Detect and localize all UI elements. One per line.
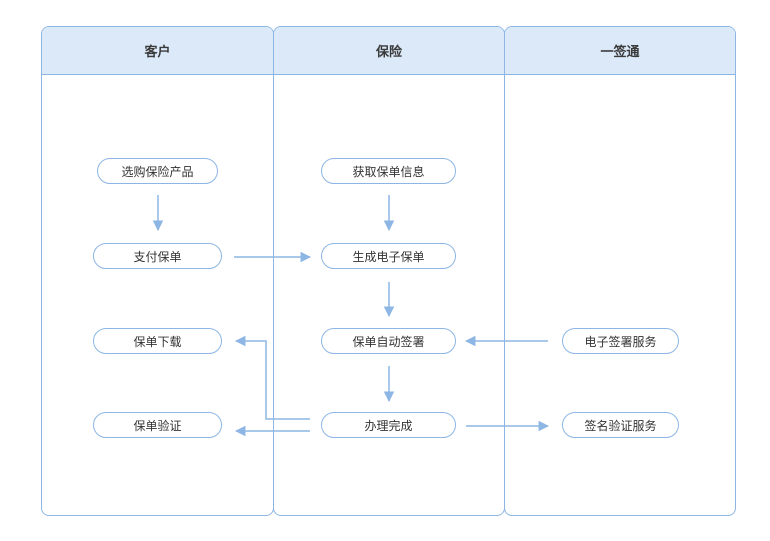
node-get-policy-info[interactable]: 获取保单信息	[321, 158, 456, 184]
lane-customer: 客户	[41, 26, 274, 516]
node-e-sign-service[interactable]: 电子签署服务	[562, 328, 679, 354]
node-pay-policy[interactable]: 支付保单	[93, 243, 222, 269]
node-complete[interactable]: 办理完成	[321, 412, 456, 438]
node-sign-verify-service[interactable]: 签名验证服务	[562, 412, 679, 438]
node-verify-policy[interactable]: 保单验证	[93, 412, 222, 438]
node-auto-sign[interactable]: 保单自动签署	[321, 328, 456, 354]
lane-yiqiantong: 一签通	[504, 26, 736, 516]
lane-header-customer: 客户	[42, 27, 273, 75]
lane-header-yiqiantong: 一签通	[505, 27, 735, 75]
node-download-policy[interactable]: 保单下载	[93, 328, 222, 354]
node-generate-e-policy[interactable]: 生成电子保单	[321, 243, 456, 269]
node-buy-product[interactable]: 选购保险产品	[97, 158, 218, 184]
lane-header-insurance: 保险	[274, 27, 504, 75]
lane-insurance: 保险	[273, 26, 505, 516]
